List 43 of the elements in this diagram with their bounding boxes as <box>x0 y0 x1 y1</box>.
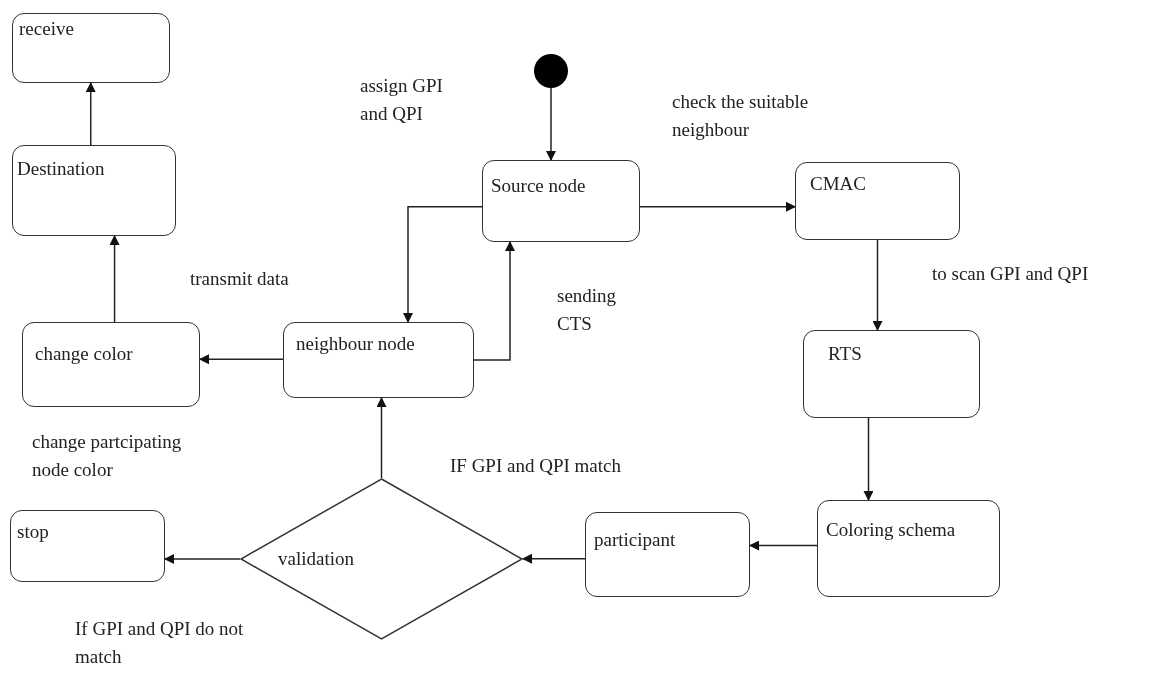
annotation-text: IF GPI and QPI match <box>450 454 622 478</box>
node-label: RTS <box>828 343 862 364</box>
annotation-text: change partcipating node color <box>32 430 183 482</box>
state-box <box>10 510 165 582</box>
arrow <box>473 241 515 361</box>
annotation-text: check the suitable neighbour <box>672 90 810 142</box>
annotation-text: If GPI and QPI do not match <box>75 617 245 669</box>
state-box <box>12 145 176 236</box>
annotation-text: to scan GPI and QPI <box>932 262 1090 286</box>
node-label: Source node <box>491 175 586 196</box>
state-box <box>22 322 200 407</box>
node-label: participant <box>594 529 676 550</box>
node-label: CMAC <box>810 173 866 194</box>
node-label: stop <box>17 521 49 542</box>
state-box <box>585 512 750 597</box>
arrow <box>522 553 586 564</box>
annotation-text: assign GPI and QPI <box>360 74 444 126</box>
state-box <box>817 500 1000 597</box>
annotation-text: sending CTS <box>557 284 618 336</box>
arrow <box>376 397 387 479</box>
arrow <box>403 206 483 323</box>
arrow <box>546 87 556 161</box>
state-box <box>283 322 474 398</box>
start-dot <box>534 54 568 88</box>
state-box <box>795 162 960 240</box>
state-box <box>482 160 640 242</box>
node-label: receive <box>19 18 74 39</box>
node-label: validation <box>278 547 354 571</box>
arrow <box>85 82 96 146</box>
state-box <box>803 330 980 418</box>
arrow <box>863 417 874 501</box>
node-label: neighbour node <box>296 333 415 354</box>
arrow <box>749 540 818 551</box>
arrow <box>164 554 241 564</box>
arrow <box>199 354 284 365</box>
arrow <box>639 201 796 212</box>
arrow <box>872 239 883 331</box>
node-label: Destination <box>17 158 105 179</box>
node-label: Coloring schema <box>826 519 956 540</box>
state-box <box>12 13 170 83</box>
annotation-text: transmit data <box>190 267 290 291</box>
node-label: change color <box>35 343 133 364</box>
arrow <box>109 235 120 323</box>
